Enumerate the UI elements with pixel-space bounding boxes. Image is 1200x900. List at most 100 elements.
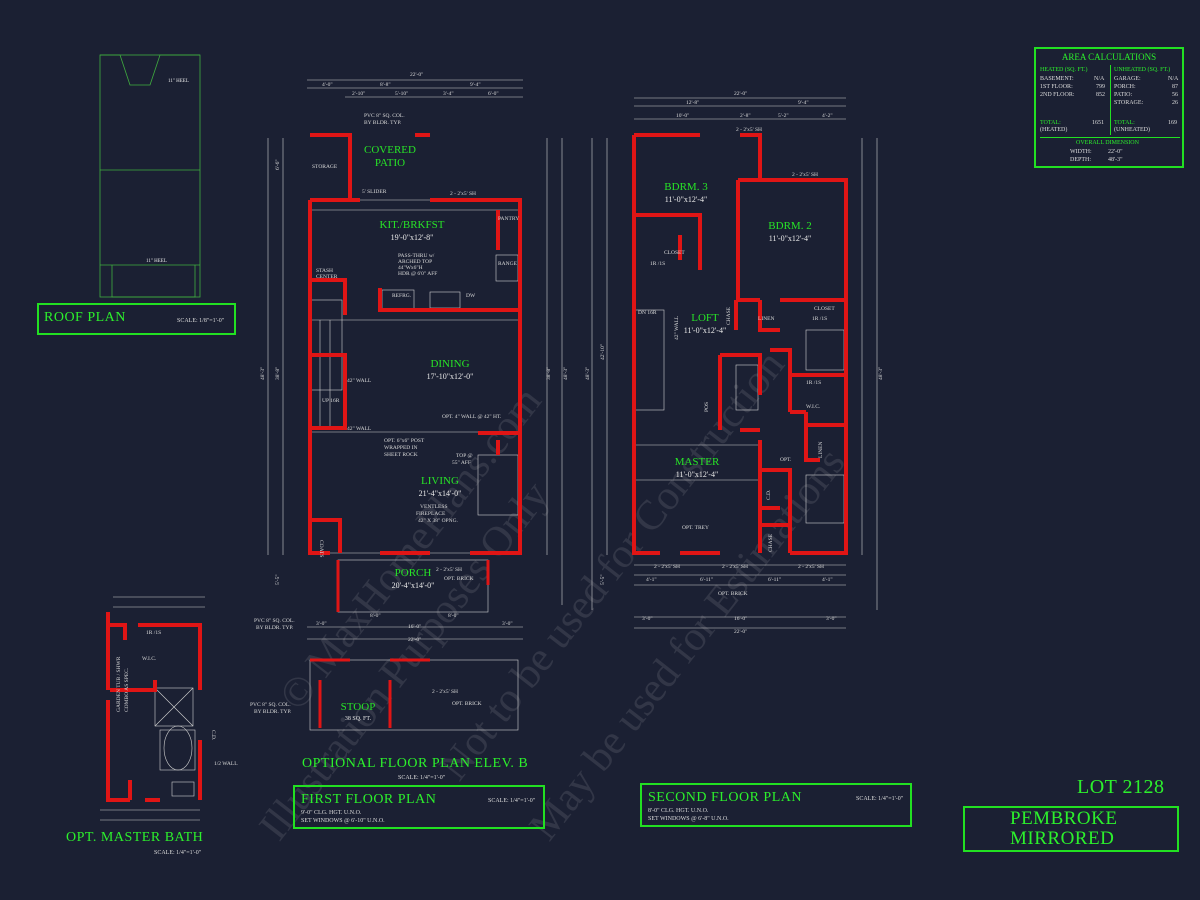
dim-first-side-1: 48'-3" [260, 367, 266, 380]
area-2nd-label: 2ND FLOOR: [1040, 92, 1075, 98]
note-pvc-5: PVC 8" SQ. COL. [250, 702, 291, 708]
dim-first-top-7: 6'-0" [488, 91, 499, 97]
note-range: RANGE [498, 261, 518, 267]
dim-second-top-1: 12'-8" [686, 100, 699, 106]
note-up-16r: UP 16R [322, 398, 340, 404]
roof-heel-2: 11" HEEL [146, 259, 167, 264]
note-bath-cd: C.D. [210, 730, 216, 741]
note-opt-post-3: SHEET ROCK [384, 452, 418, 458]
note-linen-1: LINEN [758, 316, 775, 322]
note-bath-1r1s: 1R /1S [146, 630, 161, 636]
dim-first-side-5: 5'-5" [275, 574, 281, 585]
dim-second-bot-1: 4'-1" [646, 577, 657, 583]
roof-plan-drawing [99, 54, 201, 298]
area-porch-label: PORCH: [1114, 84, 1136, 90]
note-refrg: REFRG. [392, 293, 412, 299]
room-master: MASTER [675, 456, 720, 468]
area-heated-sub: (HEATED) [1040, 127, 1068, 133]
note-sh-1: 2 - 2'x5' SH [450, 191, 476, 197]
dim-second-side-1: 42'-10" [600, 344, 606, 360]
room-living-dim: 21'-4"x14'-0" [419, 489, 462, 498]
note-sh-s3: 2 - 2'x5' SH [654, 564, 680, 570]
area-divider [1110, 65, 1111, 135]
first-floor-scale: SCALE: 1/4"=1'-0" [488, 798, 536, 804]
area-1st-value: 799 [1096, 84, 1105, 90]
dim-first-bot-3: 8'-0" [448, 613, 459, 619]
room-loft-dim: 11'-0"x12'-4" [684, 326, 726, 335]
note-opt-wall: OPT. 4" WALL @ 42" HT. [442, 414, 502, 420]
dim-first-bot-4: 3'-0" [502, 621, 513, 627]
note-pvc-1: PVC 8" SQ. COL. [364, 113, 405, 119]
note-chase-2: CHASE [768, 533, 774, 552]
note-chase-1: CHASE [726, 306, 732, 325]
area-2nd-value: 852 [1096, 92, 1105, 98]
area-patio-label: PATIO: [1114, 92, 1133, 98]
note-pvc-4: BY BLDR. TYP. [256, 625, 294, 631]
area-depth-label: DEPTH: [1070, 157, 1091, 163]
first-floor-drawing [267, 79, 563, 731]
room-bdrm3-dim: 11'-0"x12'-4" [665, 195, 707, 204]
room-bdrm2-dim: 11'-0"x12'-4" [769, 234, 811, 243]
area-unheated-total-label: TOTAL: [1114, 120, 1135, 126]
lot-number: LOT 2128 [1077, 776, 1165, 798]
note-42-wall-2: 42" WALL [347, 426, 372, 432]
area-heated-header: HEATED (SQ. FT.) [1040, 67, 1088, 73]
area-depth-value: 48'-3" [1108, 157, 1123, 163]
second-floor-note-2: SET WINDOWS @ 6'-8" U.N.O. [648, 816, 729, 822]
note-slider: 5' SLIDER [362, 189, 387, 195]
room-living: LIVING [421, 475, 459, 487]
note-wic: W.I.C. [806, 404, 821, 410]
note-dw: DW [466, 293, 476, 299]
dim-second-bot-4: 4'-1" [822, 577, 833, 583]
dim-second-top-2: 9'-4" [798, 100, 809, 106]
note-pvc-3: PVC 8" SQ. COL. [254, 618, 295, 624]
dim-first-side-4: 38'-8" [546, 367, 552, 380]
area-garage-label: GARAGE: [1114, 76, 1141, 82]
area-calculations-table: AREA CALCULATIONS HEATED (SQ. FT.) UNHEA… [1034, 47, 1184, 168]
note-passthru-2: ARCHED TOP [398, 259, 432, 265]
room-stoop-dim: 38 SQ. FT. [345, 716, 372, 722]
area-title: AREA CALCULATIONS [1061, 52, 1157, 62]
area-1st-label: 1ST FLOOR: [1040, 84, 1073, 90]
room-loft: LOFT [691, 312, 719, 324]
second-floor-note-1: 8'-0" CLG. HGT. U.N.O. [648, 808, 709, 814]
note-opt-brick-2: OPT. BRICK [452, 701, 482, 707]
room-kitchen: KIT./BRKFST [380, 219, 445, 231]
note-opt-brick-s: OPT. BRICK [718, 591, 748, 597]
dim-first-top-2: 8'-8" [380, 82, 391, 88]
dim-first-top-5: 5'-10" [395, 91, 408, 97]
note-bath-tub-2: COMBO AS SPEC. [124, 667, 130, 712]
room-porch: PORCH [395, 567, 432, 579]
room-bdrm3: BDRM. 3 [664, 181, 708, 193]
note-sh-s1: 2 - 2'x5' SH [736, 127, 762, 133]
note-sh-s4: 2 - 2'x5' SH [722, 564, 748, 570]
note-opt-post-2: WRAPPED IN [384, 445, 417, 451]
note-sh-s5: 2 - 2'x5' SH [798, 564, 824, 570]
plan-name-mirrored: MIRRORED [1010, 828, 1115, 849]
dim-first-top-1: 4'-0" [322, 82, 333, 88]
dim-first-bot-6: 22'-0" [408, 637, 421, 643]
optional-elev-title: OPTIONAL FLOOR PLAN ELEV. B [302, 756, 529, 771]
note-42-wall-s: 42" WALL [674, 315, 680, 340]
note-42-wall-1: 42" WALL [347, 378, 372, 384]
dim-first-bot-5: 16'-0" [408, 624, 421, 630]
note-bath-tub-1: GARDEN TUB / SHWR [116, 656, 122, 712]
room-patio: PATIO [375, 157, 405, 169]
dim-second-bot-6: 16'-0" [734, 616, 747, 622]
opt-master-bath-scale: SCALE: 1/4"=1'-0" [154, 850, 202, 856]
area-overall-header: OVERALL DIMENSION [1076, 140, 1139, 146]
dim-second-side-3: 48'-3" [878, 367, 884, 380]
note-cd: C.D. [766, 489, 772, 500]
dim-second-overall: 22'-0" [734, 91, 747, 97]
note-closet-2: CLOSET [814, 306, 835, 312]
area-unheated-total-value: 169 [1168, 120, 1177, 126]
dim-first-bot-2: 8'-0" [370, 613, 381, 619]
first-floor-note-2: SET WINDOWS @ 6'-10" U.N.O. [301, 818, 385, 824]
area-porch-value: 87 [1172, 84, 1178, 90]
note-sh-3: 2 - 2'x5' SH [432, 689, 458, 695]
area-storage-value: 26 [1172, 100, 1178, 106]
area-heated-total-value: 1651 [1092, 120, 1104, 126]
roof-heel-1: 11" HEEL [168, 79, 189, 84]
dim-second-top-3: 10'-0" [676, 113, 689, 119]
note-pantry: PANTRY [498, 216, 519, 222]
